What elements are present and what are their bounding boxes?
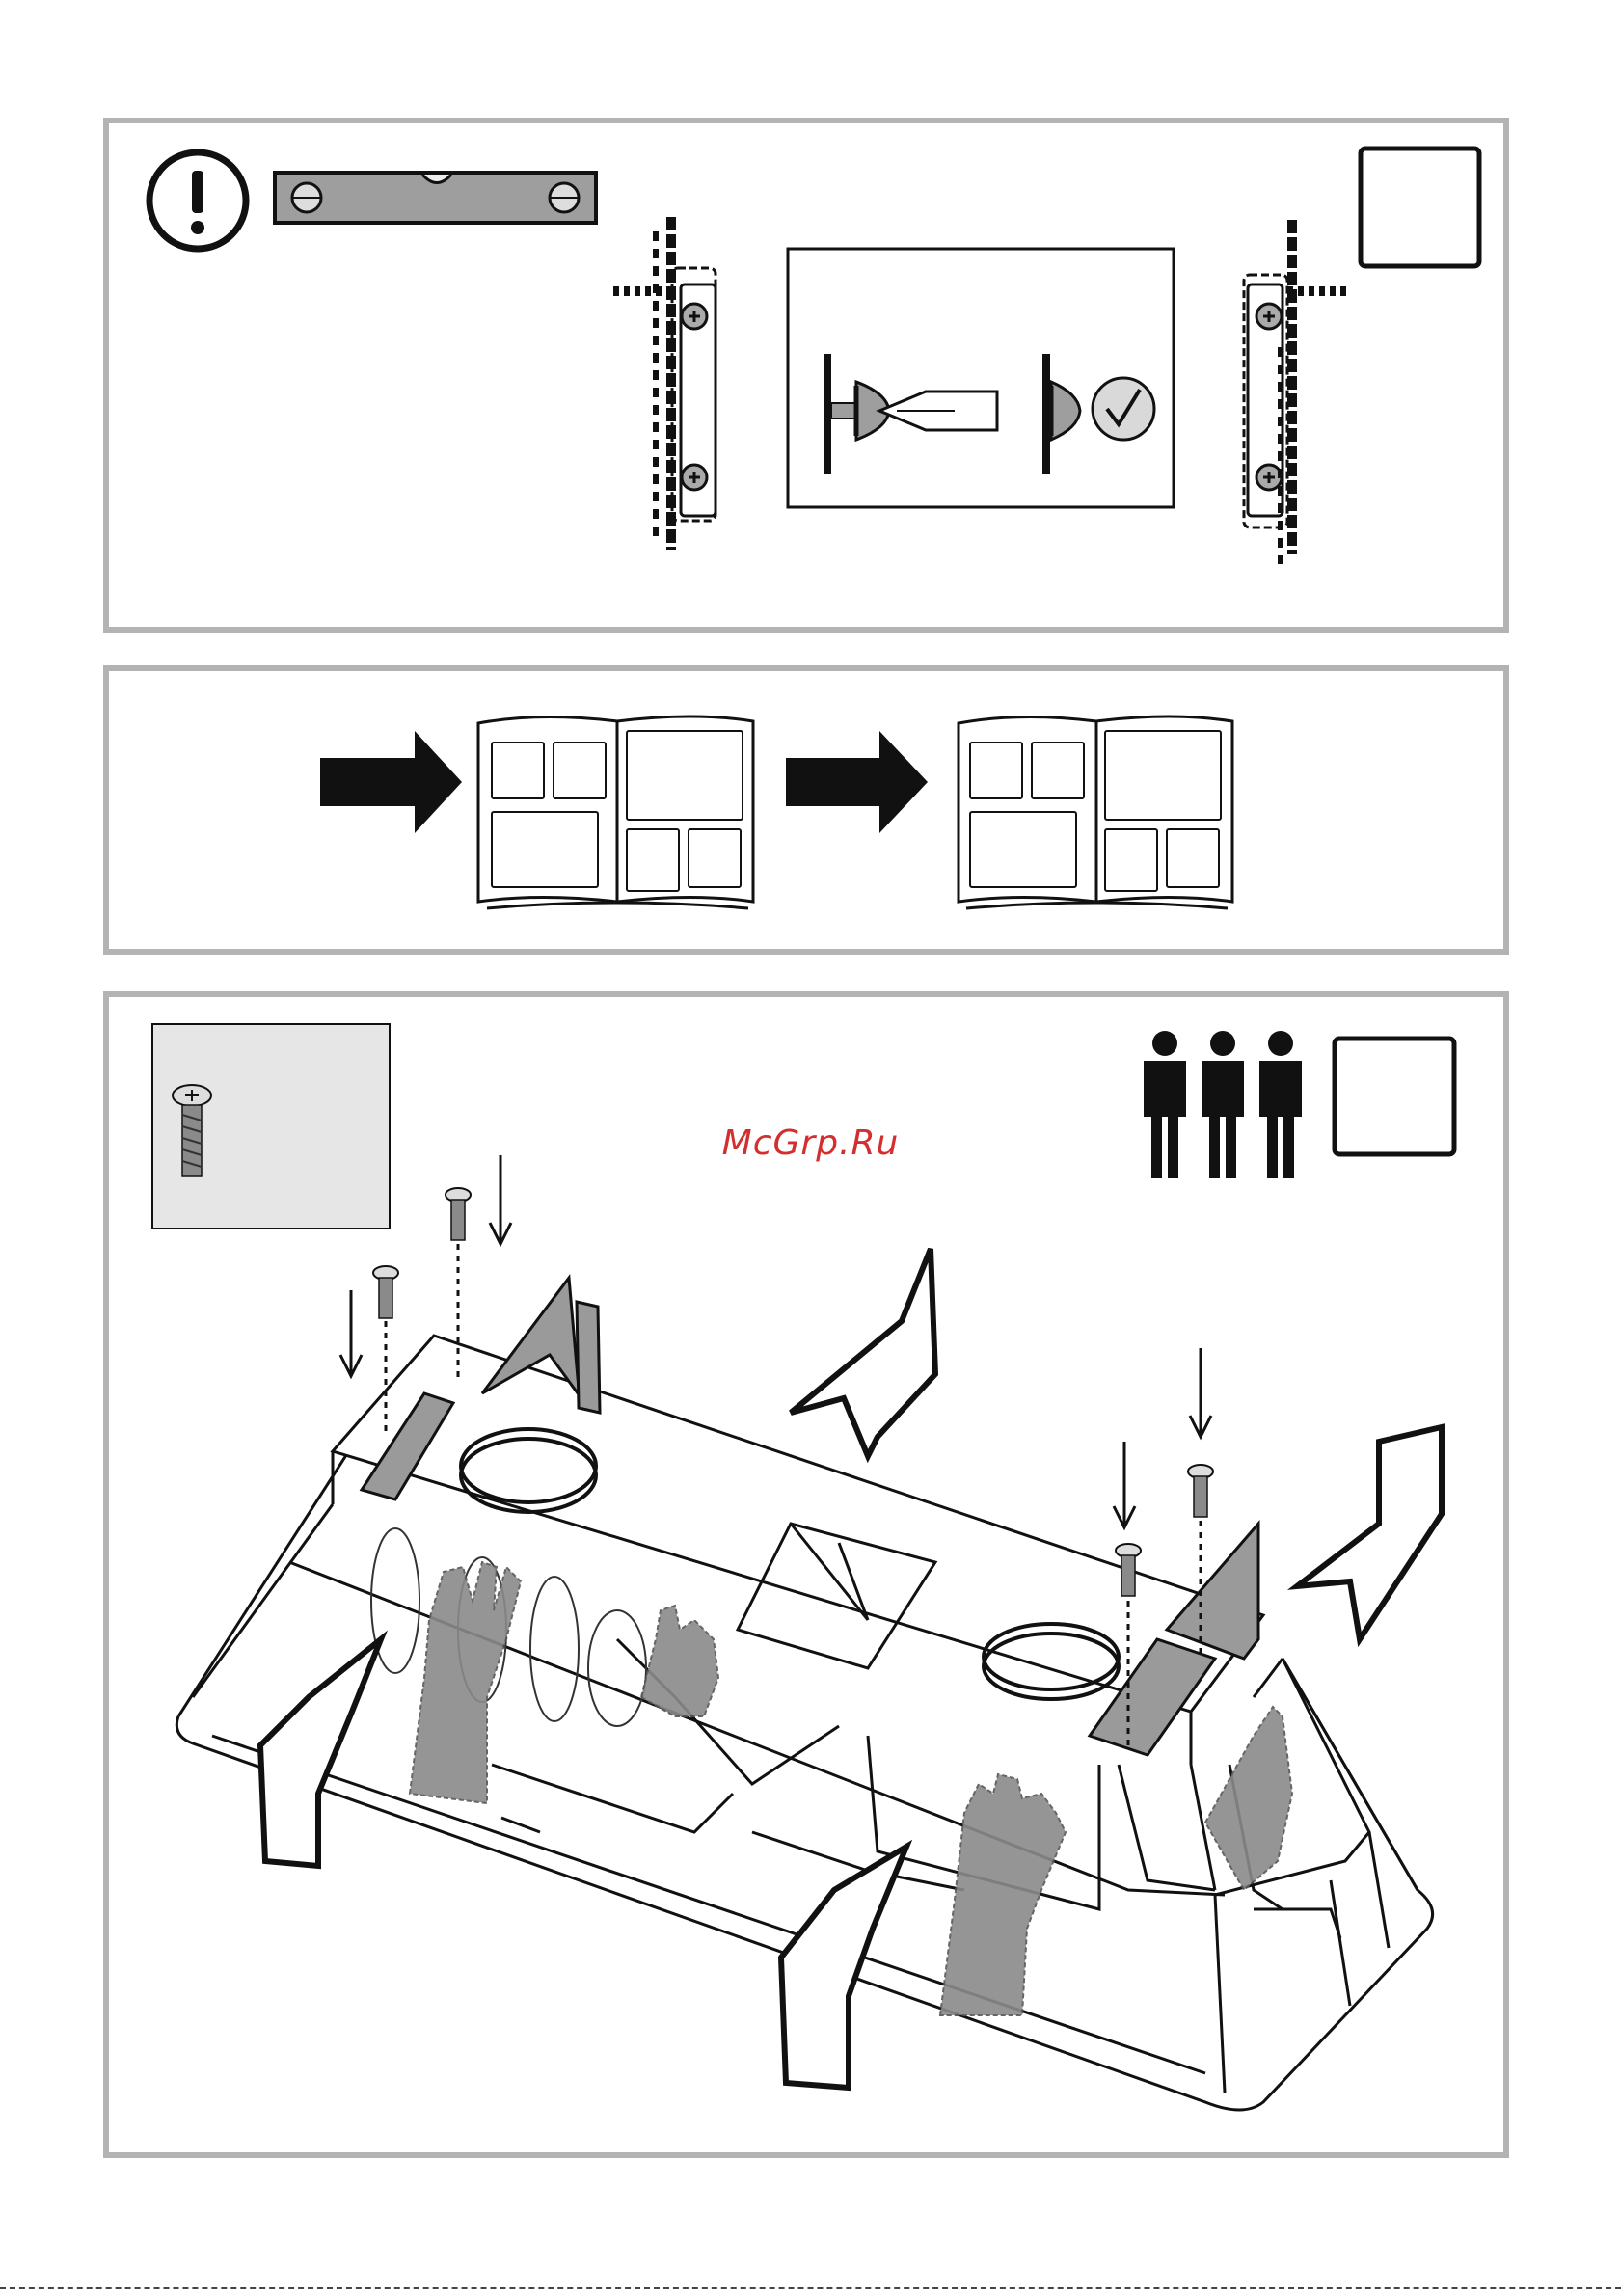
open-book-icon <box>478 716 753 908</box>
wall-bracket-left-icon <box>613 217 716 550</box>
warning-icon <box>149 152 246 249</box>
check-icon <box>1093 378 1154 440</box>
arrow-right-icon <box>320 731 462 833</box>
arrow-right-icon <box>786 731 928 833</box>
page-bottom-divider <box>0 2287 1621 2293</box>
watermark: McGrp.Ru <box>0 1123 1621 1163</box>
step-number-box <box>1361 149 1479 266</box>
wall-bracket-right-icon <box>1244 220 1348 564</box>
open-book-icon <box>959 716 1232 908</box>
spirit-level-icon <box>275 173 596 223</box>
screwdriver-detail <box>788 249 1174 507</box>
